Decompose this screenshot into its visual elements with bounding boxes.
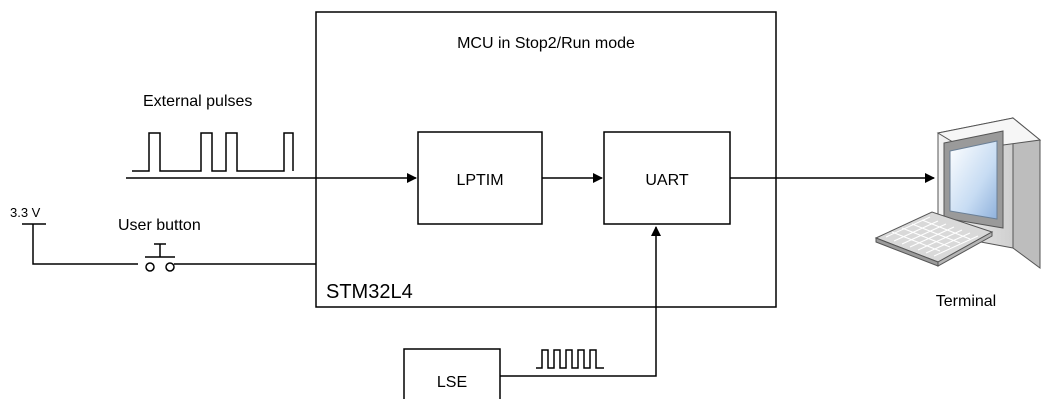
uart-label: UART — [645, 172, 688, 189]
terminal-label: Terminal — [936, 293, 996, 310]
lptim-block — [417, 131, 543, 225]
mcu-box — [315, 11, 777, 308]
mcu-mode-label: MCU in Stop2/Run mode — [457, 35, 635, 52]
user-button-label: User button — [118, 217, 201, 234]
push-button-switch-icon — [145, 243, 175, 272]
computer-terminal-icon — [936, 116, 1042, 269]
lse-to-uart-arrow — [500, 226, 661, 377]
lse-label: LSE — [437, 374, 467, 391]
external-pulses-label: External pulses — [143, 93, 252, 110]
voltage-label: 3.3 V — [10, 205, 41, 220]
chip-label: STM32L4 — [326, 281, 413, 303]
clock-waveform-icon — [536, 349, 604, 369]
uart-block — [603, 131, 731, 225]
button-wire-left — [32, 224, 138, 265]
pulse-waveform-icon — [132, 132, 294, 172]
lse-block — [403, 348, 501, 399]
lptim-label: LPTIM — [456, 172, 503, 189]
keyboard-icon — [874, 211, 994, 267]
